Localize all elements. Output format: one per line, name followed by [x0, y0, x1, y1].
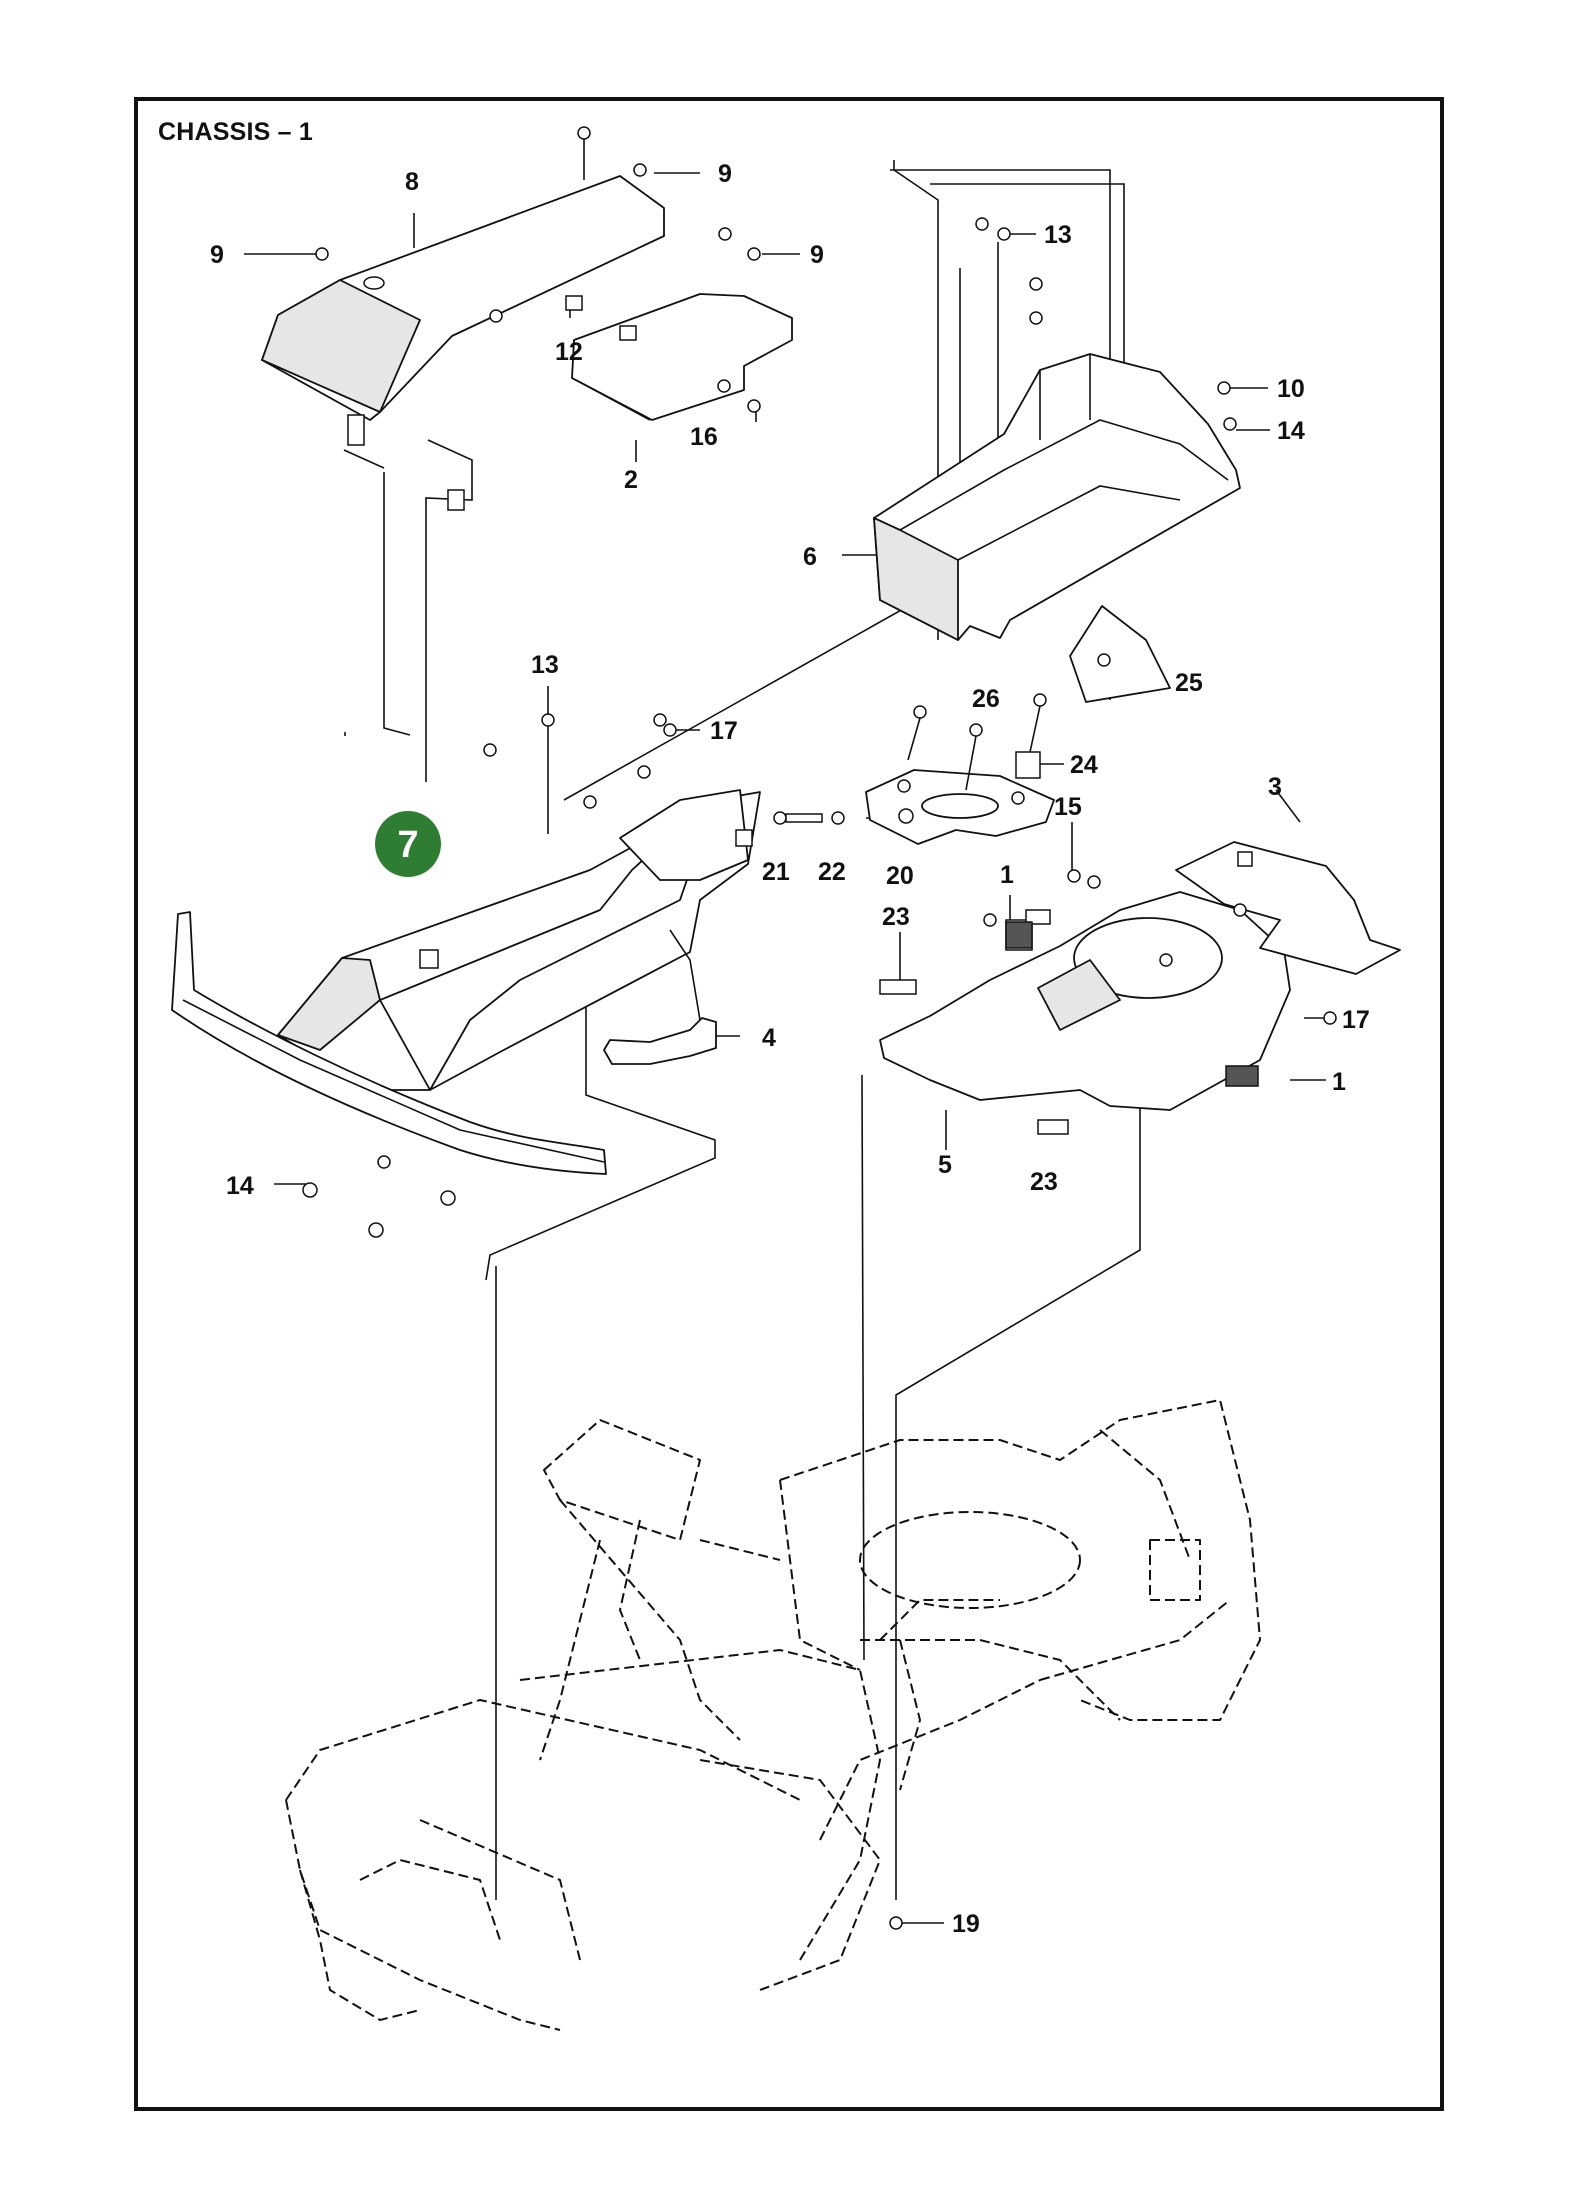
label-part-10: 10: [1277, 375, 1305, 403]
part-2-plate: [565, 293, 793, 421]
label-part-4: 4: [762, 1024, 776, 1052]
label-part-16: 16: [690, 423, 718, 451]
label-part-26: 26: [972, 685, 1000, 713]
label-part-23: 23: [1030, 1168, 1058, 1196]
front-bumper: [171, 911, 607, 1175]
fasteners: [302, 126, 1337, 1930]
chassis-reference-outline: [285, 1399, 1261, 2031]
label-part-12: 12: [555, 338, 583, 366]
part-5-footplate: [879, 891, 1291, 1111]
label-part-17: 17: [1342, 1006, 1370, 1034]
label-part-8: 8: [405, 168, 419, 196]
label-part-3: 3: [1268, 773, 1282, 801]
label-part-9: 9: [810, 241, 824, 269]
label-part-1: 1: [1000, 861, 1014, 889]
label-part-20: 20: [886, 862, 914, 890]
label-part-14: 14: [226, 1172, 254, 1200]
label-part-13: 13: [531, 651, 559, 679]
highlight-callout: 7: [375, 811, 441, 877]
label-part-19: 19: [952, 1910, 980, 1938]
part-3-guard: [1175, 841, 1401, 975]
callout-number: 7: [397, 824, 418, 866]
part-25-bracket: [1069, 605, 1171, 703]
label-part-14: 14: [1277, 417, 1305, 445]
label-part-22: 22: [818, 858, 846, 886]
part-6-rear-frame: [873, 353, 1241, 641]
label-part-23: 23: [882, 903, 910, 931]
label-part-9: 9: [210, 241, 224, 269]
label-part-1: 1: [1332, 1068, 1346, 1096]
part-8-upper-cover: [261, 175, 665, 511]
diagram-frame: [134, 97, 1444, 2111]
label-part-13: 13: [1044, 221, 1072, 249]
label-part-5: 5: [938, 1151, 952, 1179]
label-part-9: 9: [718, 160, 732, 188]
diagram-title: CHASSIS – 1: [158, 118, 314, 146]
label-part-6: 6: [803, 543, 817, 571]
label-part-17: 17: [710, 717, 738, 745]
leader-lines: [244, 160, 1336, 1924]
part-4-bracket: [603, 929, 717, 1065]
label-part-24: 24: [1070, 751, 1098, 779]
label-part-21: 21: [762, 858, 790, 886]
part-7-side-frame: [277, 789, 761, 1091]
label-part-15: 15: [1054, 793, 1082, 821]
part-number-labels: 8 9 9 9 12 2 16 13 10 14 6 25 13 17 26 2…: [210, 160, 1370, 1938]
label-part-25: 25: [1175, 669, 1203, 697]
part-20-mount-plate: [865, 769, 1055, 845]
label-part-2: 2: [624, 466, 638, 494]
